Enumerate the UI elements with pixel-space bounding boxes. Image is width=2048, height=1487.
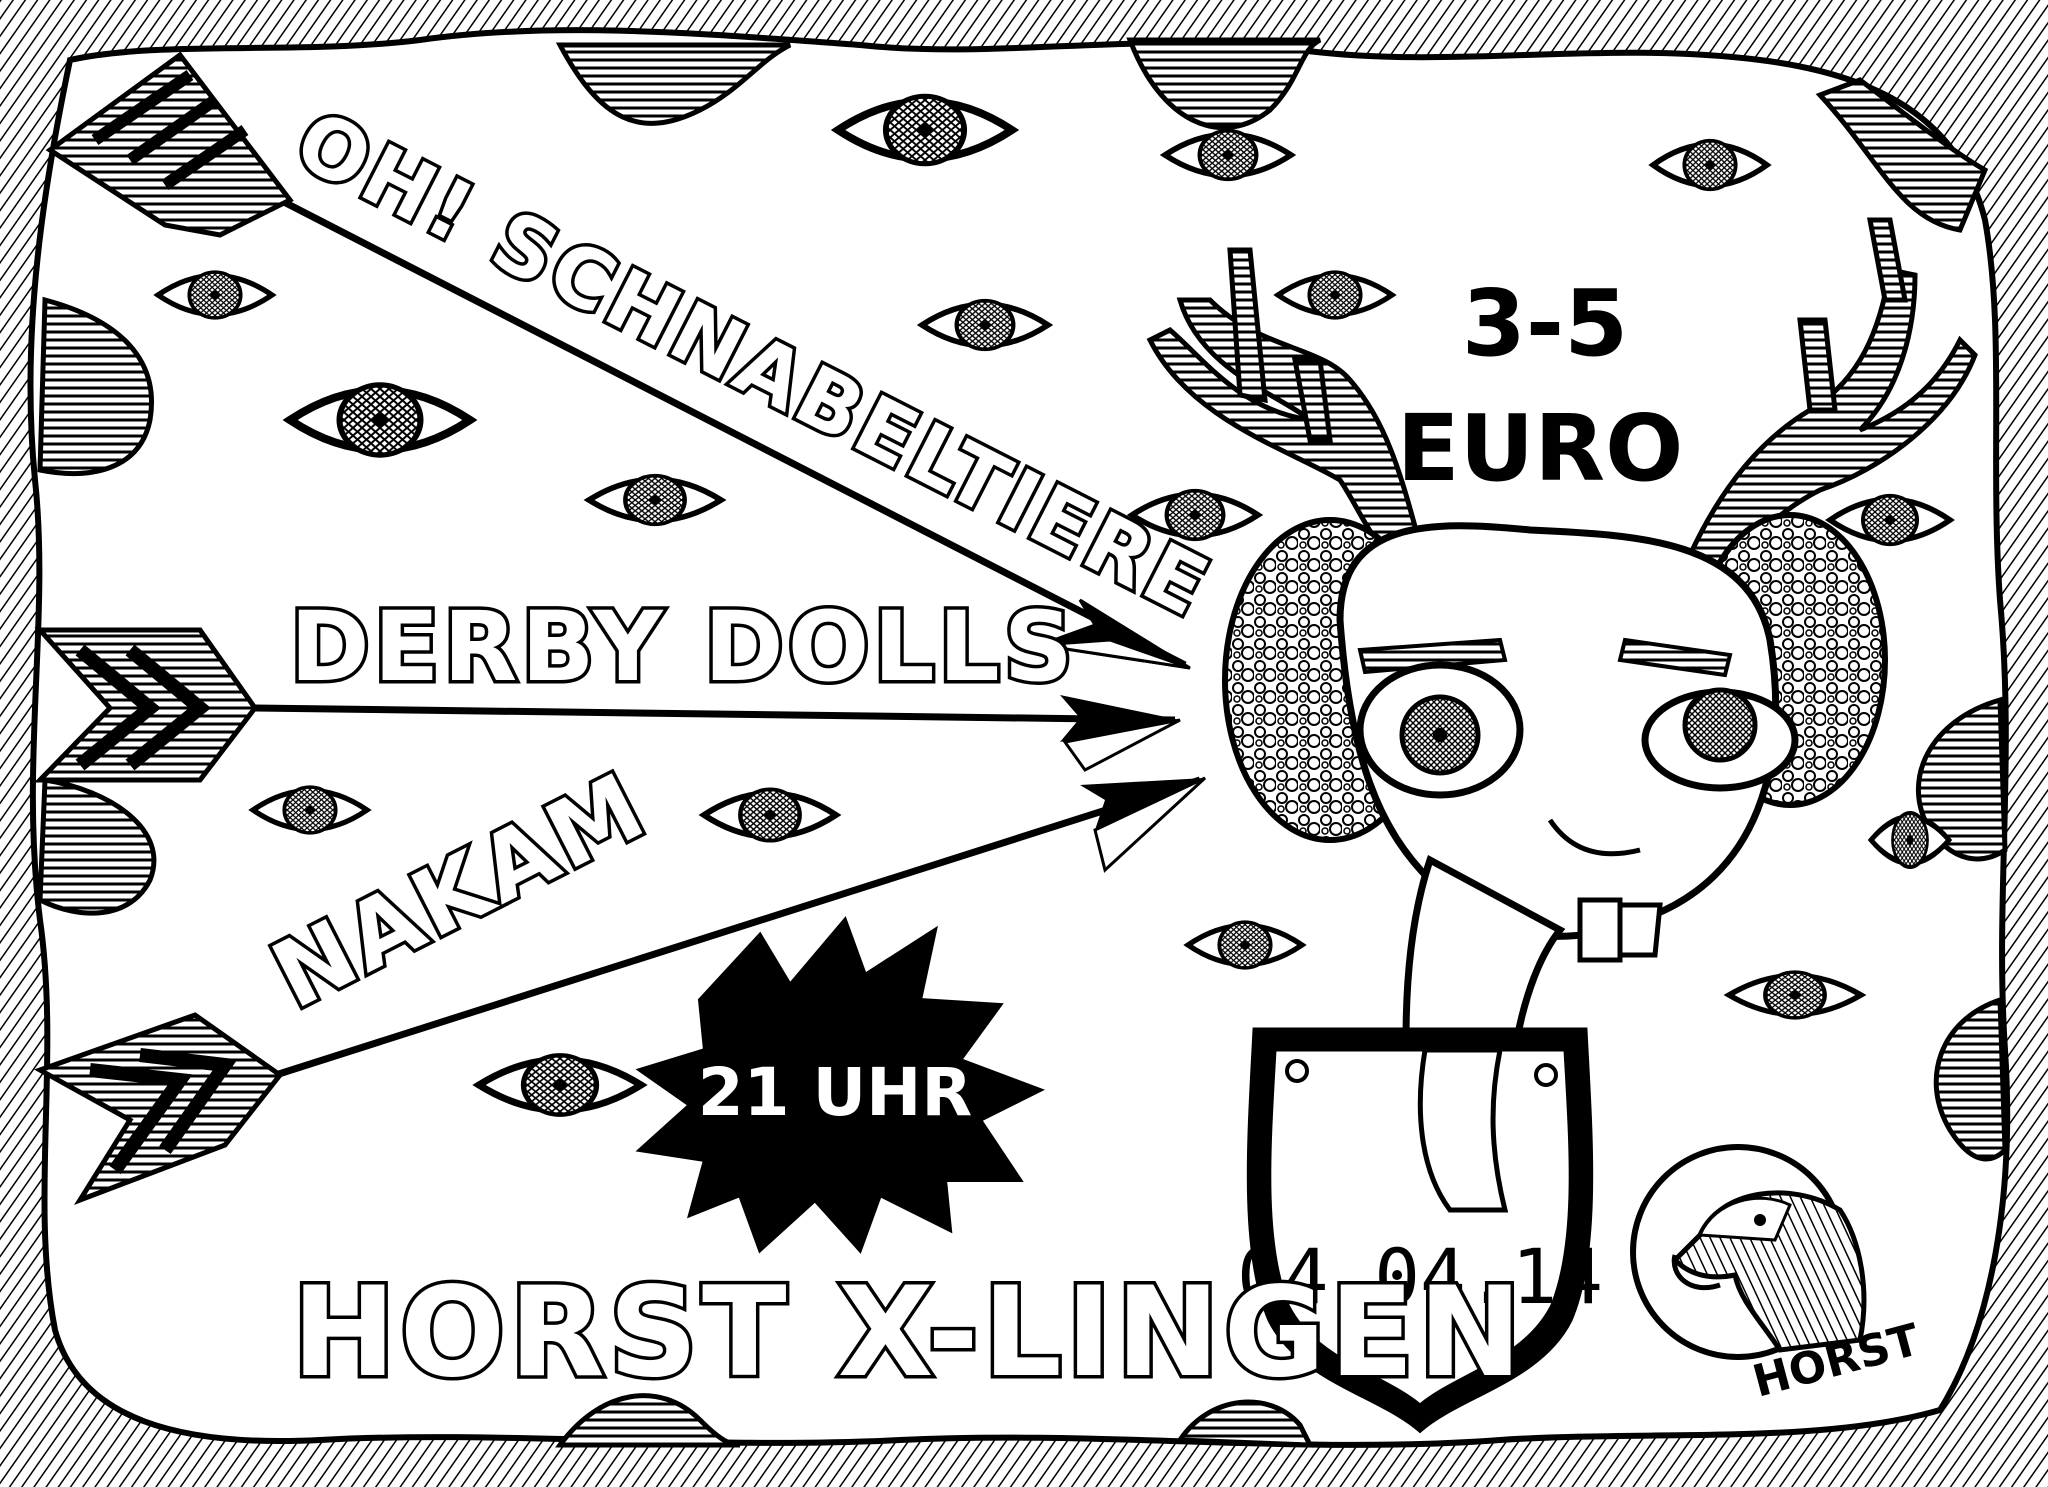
arrow-icon xyxy=(34,627,1181,783)
arrow-icon xyxy=(33,776,1207,1205)
shield-plaque-icon xyxy=(1246,1027,1594,1434)
starburst-icon xyxy=(635,916,1045,1254)
tentacle-decorations xyxy=(37,37,2008,1448)
band-name-2: DERBY DOLLS xyxy=(290,591,1077,703)
arrow-icon xyxy=(45,51,1191,670)
event-date: 04.04.14 xyxy=(1237,1232,1603,1321)
start-time: 21 UHR xyxy=(698,1054,972,1131)
venue-name: HORST X-LINGEN xyxy=(292,1261,1526,1405)
creature-head-icon xyxy=(1222,512,1888,963)
price-range: 3-5 xyxy=(1462,270,1628,377)
price-currency: EURO xyxy=(1397,395,1684,502)
antler-icon xyxy=(1146,217,1978,579)
eagle-head-icon xyxy=(1630,1144,1867,1360)
